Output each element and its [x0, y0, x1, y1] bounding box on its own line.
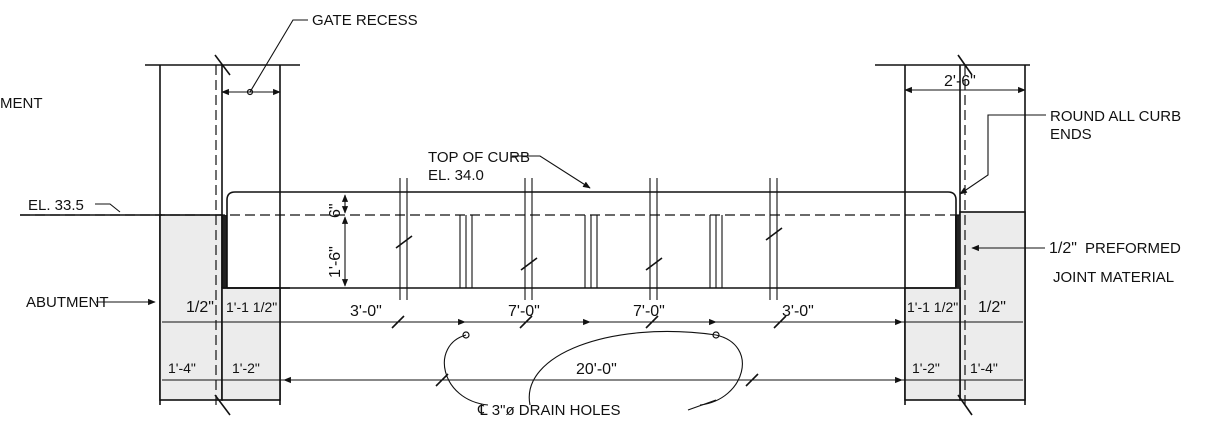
curb-height-dim: 1'-6" — [327, 246, 344, 278]
gate-recess-label: GATE RECESS — [312, 12, 418, 29]
left-abutment — [145, 19, 308, 416]
right-one-four-dim: 1'-4" — [970, 360, 998, 376]
curb-break-lines — [395, 178, 783, 300]
left-one-two-dim: 1'-2" — [232, 360, 260, 376]
elevation-left-label: EL. 33.5 — [28, 197, 84, 214]
right-abutment-concrete — [959, 211, 1026, 401]
right-one-two-dim: 1'-2" — [912, 360, 940, 376]
right-half-dim: 1/2" — [978, 299, 1006, 316]
span-3-dim: 7'-0" — [633, 303, 665, 320]
right-one-half-dim: 1'-1 1/2" — [907, 299, 958, 315]
right-abutment — [875, 54, 1030, 416]
joint-material-label: PREFORMED — [1085, 240, 1181, 257]
left-abutment-concrete — [159, 214, 223, 401]
abutment-cut-label: MENT — [0, 95, 43, 112]
span-1-dim: 3'-0" — [350, 303, 382, 320]
round-curb-label: ROUND ALL CURB — [1050, 108, 1181, 125]
top-of-curb-elevation: EL. 34.0 — [428, 167, 484, 184]
leader-lines — [95, 114, 1046, 306]
abutment-label: ABUTMENT — [26, 294, 109, 311]
dimension-lines — [162, 315, 1023, 411]
overall-dim: 20'-0" — [576, 361, 617, 378]
curb-top-dim: 6" — [327, 203, 344, 218]
curb — [20, 178, 960, 300]
right-joint-strip — [955, 215, 960, 288]
span-2-dim: 7'-0" — [508, 303, 540, 320]
drain-holes-label: ℄ 3"ø DRAIN HOLES — [477, 402, 621, 419]
left-one-four-dim: 1'-4" — [168, 360, 196, 376]
joint-fraction: 1/2" — [1049, 240, 1077, 257]
left-one-half-dim: 1'-1 1/2" — [226, 299, 277, 315]
drain-holes — [459, 215, 723, 288]
right-gate-width-dim: 2'-6" — [944, 73, 976, 90]
joint-material-label-2: JOINT MATERIAL — [1053, 269, 1174, 286]
right-recess-concrete — [904, 287, 961, 401]
round-curb-label-2: ENDS — [1050, 126, 1092, 143]
top-of-curb-label: TOP OF CURB — [428, 149, 530, 166]
left-joint-strip — [222, 215, 227, 288]
span-4-dim: 3'-0" — [782, 303, 814, 320]
left-recess-concrete — [221, 287, 281, 401]
left-half-dim: 1/2" — [186, 299, 214, 316]
